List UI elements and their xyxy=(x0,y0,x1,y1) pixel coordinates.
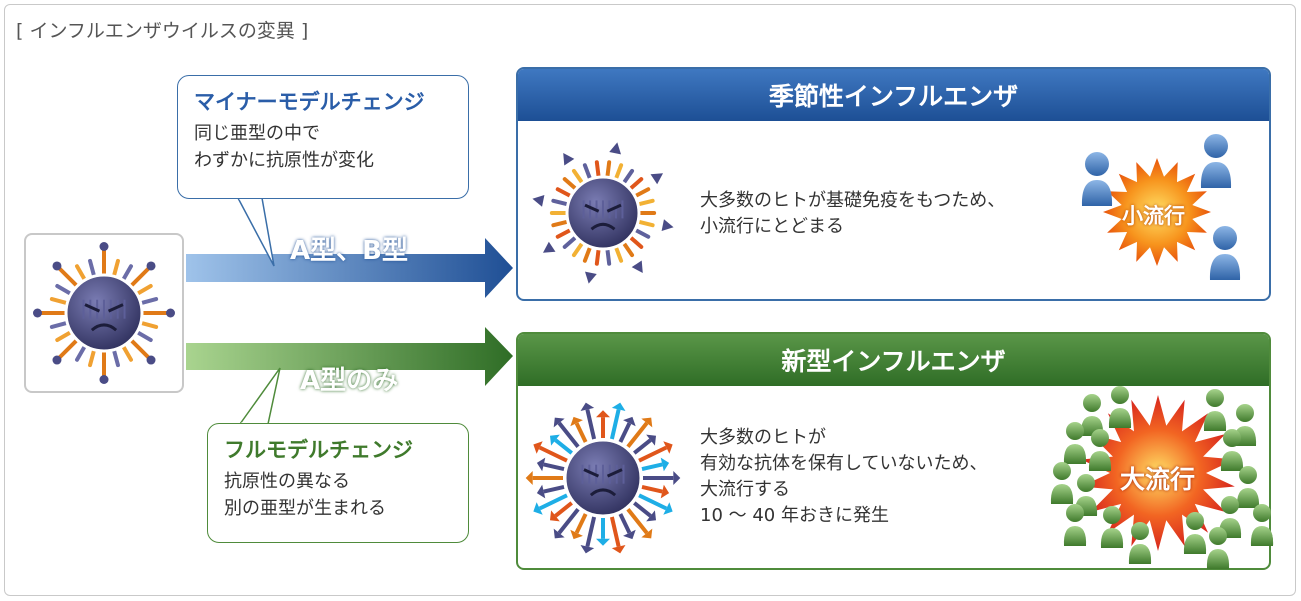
seasonal-desc-line-1: 大多数のヒトが基礎免疫をもつため、 xyxy=(700,190,1006,211)
full-change-line-1: 抗原性の異なる xyxy=(224,471,350,492)
virus-original-box xyxy=(24,233,184,393)
page-title: [ インフルエンザウイルスの変異 ] xyxy=(16,20,309,42)
arrow-bottom xyxy=(186,327,513,386)
arrow-top xyxy=(186,238,513,298)
minor-change-title: マイナーモデルチェンジ xyxy=(194,90,425,114)
new-desc-line-2: 有効な抗体を保有していないため、 xyxy=(700,453,988,474)
full-change-callout: フルモデルチェンジ 抗原性の異なる 別の亜型が生まれる xyxy=(207,423,469,543)
new-desc-line-1: 大多数のヒトが xyxy=(700,427,826,448)
new-desc-line-4: 10 〜 40 年おきに発生 xyxy=(700,505,889,526)
minor-change-callout: マイナーモデルチェンジ 同じ亜型の中で わずかに抗原性が変化 xyxy=(177,75,469,199)
full-change-line-2: 別の亜型が生まれる xyxy=(224,498,386,519)
arrow-top-label: A型、B型 xyxy=(290,236,408,266)
diagram-frame xyxy=(4,4,1296,596)
burst-large-label: 大流行 xyxy=(1120,465,1196,494)
full-change-title: フルモデルチェンジ xyxy=(224,438,413,462)
minor-change-line-2: わずかに抗原性が変化 xyxy=(194,150,374,171)
callout-green-pointer xyxy=(238,367,281,425)
burst-small-label: 小流行 xyxy=(1122,204,1185,228)
seasonal-desc-line-2: 小流行にとどまる xyxy=(700,216,844,237)
seasonal-description: 大多数のヒトが基礎免疫をもつため、 小流行にとどまる xyxy=(700,188,1005,240)
minor-change-line-1: 同じ亜型の中で xyxy=(194,123,320,144)
seasonal-header: 季節性インフルエンザ xyxy=(518,69,1269,121)
new-type-description: 大多数のヒトが 有効な抗体を保有していないため、 大流行する 10 〜 40 年… xyxy=(700,425,987,529)
seasonal-panel: 季節性インフルエンザ xyxy=(516,67,1271,301)
new-desc-line-3: 大流行する xyxy=(700,479,790,500)
new-type-header: 新型インフルエンザ xyxy=(518,334,1269,386)
arrow-bottom-label: A型のみ xyxy=(300,366,399,396)
